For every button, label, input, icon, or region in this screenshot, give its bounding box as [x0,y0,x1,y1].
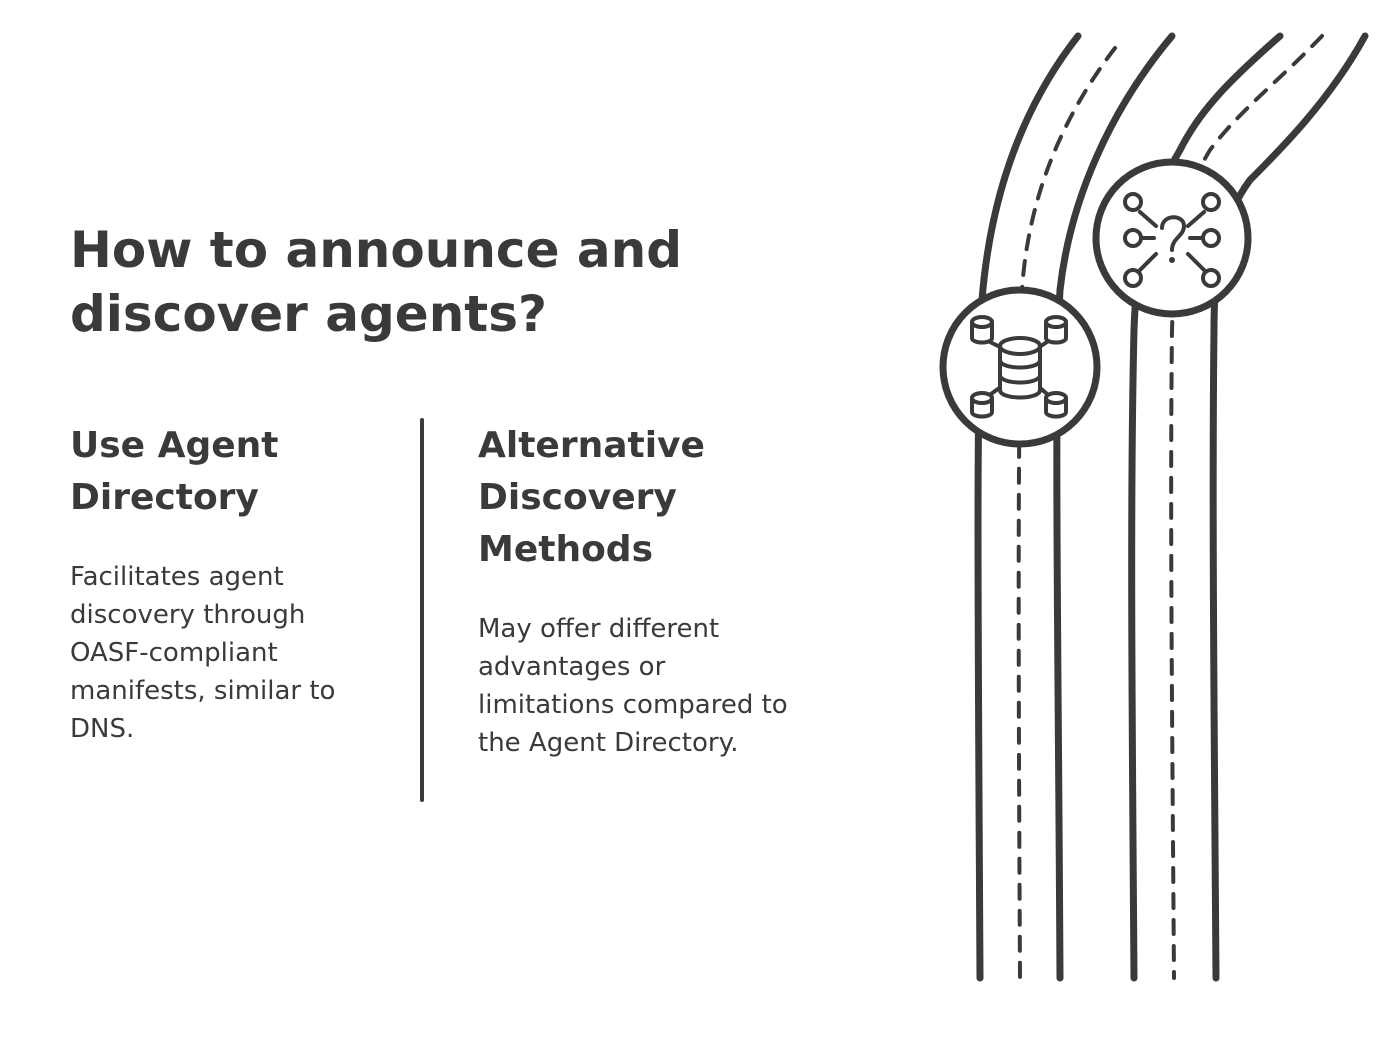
page-title: How to announce and discover agents? [70,221,683,343]
left-road-outer-edge [974,32,1082,982]
option-agent-directory: Use Agent Directory Facilitates agent di… [70,420,390,748]
option-heading: Alternative Discovery Methods [478,425,705,570]
question-network-icon [1092,158,1252,318]
road-illustration [939,32,1369,982]
option-description: Facilitates agent discovery through OASF… [70,562,336,744]
option-alternative-methods: Alternative Discovery Methods May offer … [478,420,808,762]
option-description: May offer different advantages or limita… [478,614,788,758]
right-road-inner-edge [1209,32,1369,982]
column-divider [420,418,424,802]
option-heading: Use Agent Directory [70,425,279,518]
left-road-center-line [1016,46,1117,980]
right-road-center-line [1169,34,1324,980]
database-network-icon [939,286,1101,448]
right-road-outer-edge [1128,32,1284,982]
